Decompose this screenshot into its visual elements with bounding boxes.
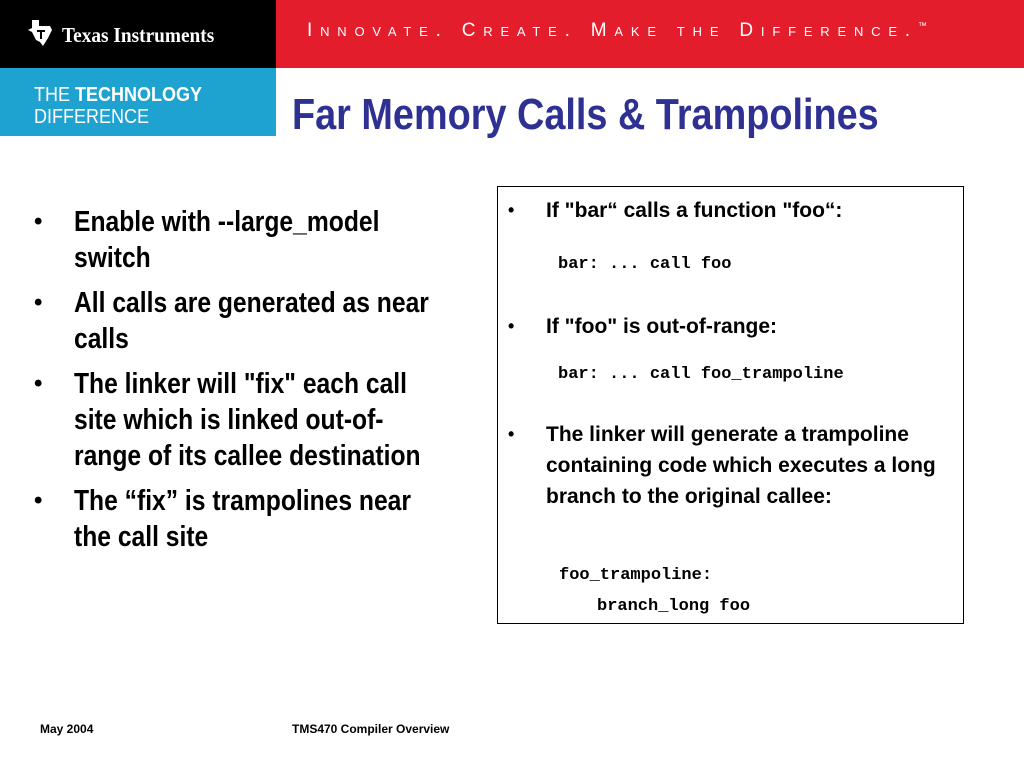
right-bullet-text: If "bar“ calls a function "foo“: xyxy=(546,199,843,222)
footer-title: TMS470 Compiler Overview xyxy=(292,722,450,736)
code-line: bar: ... call foo_trampoline xyxy=(558,365,844,384)
footer-date: May 2004 xyxy=(40,722,94,736)
bullet-text: The “fix” is trampolines near the call s… xyxy=(74,485,411,553)
trademark-mark: ™ xyxy=(917,20,927,31)
right-bullet-text: If "foo" is out-of-range: xyxy=(546,315,778,338)
tech-line-1: THE TECHNOLOGY xyxy=(34,84,202,107)
slide-title: Far Memory Calls & Trampolines xyxy=(292,90,879,139)
code-example-box: • If "bar“ calls a function "foo“: bar: .… xyxy=(497,186,964,624)
bullet-icon: • xyxy=(508,200,515,220)
left-bullet-list: • Enable with --large_model switch • All c… xyxy=(34,204,474,564)
code-line: bar: ... call foo xyxy=(558,255,732,274)
tagline-text: Innovate. Create. Make the Difference. xyxy=(307,20,918,41)
technology-difference-box xyxy=(0,68,276,136)
right-bullet-item: • If "foo" is out-of-range: xyxy=(508,311,948,342)
bullet-icon: • xyxy=(34,289,43,316)
bullet-icon: • xyxy=(34,208,43,235)
code-line: branch_long foo xyxy=(597,597,751,616)
bullet-icon: • xyxy=(34,487,43,514)
tech-line-2: DIFFERENCE xyxy=(34,106,150,128)
left-bullet-item: • The “fix” is trampolines near the call … xyxy=(34,483,474,555)
tech-prefix: THE xyxy=(34,84,76,106)
bullet-text: All calls are generated as near calls xyxy=(74,287,429,355)
left-bullet-item: • All calls are generated as near calls xyxy=(34,285,474,357)
left-bullet-item: • Enable with --large_model switch xyxy=(34,204,474,276)
texas-state-logo-icon xyxy=(28,20,52,46)
bullet-text: The linker will "fix" each call site whi… xyxy=(74,368,421,472)
right-bullet-item: • If "bar“ calls a function "foo“: xyxy=(508,195,948,226)
right-bullet-item: • The linker will generate a trampoline c… xyxy=(508,419,948,512)
brand-name: Texas Instruments xyxy=(62,23,215,47)
tagline-bar xyxy=(276,0,1024,68)
bullet-icon: • xyxy=(34,370,43,397)
left-bullet-item: • The linker will "fix" each call site wh… xyxy=(34,366,474,474)
code-line: foo_trampoline: xyxy=(559,566,713,585)
tagline: Innovate. Create. Make the Difference.™ xyxy=(307,20,927,42)
bullet-icon: • xyxy=(508,316,515,336)
right-bullet-text: The linker will generate a trampoline co… xyxy=(546,423,936,508)
bullet-text: Enable with --large_model switch xyxy=(74,206,380,274)
tech-bold: TECHNOLOGY xyxy=(75,84,203,106)
bullet-icon: • xyxy=(508,424,515,444)
